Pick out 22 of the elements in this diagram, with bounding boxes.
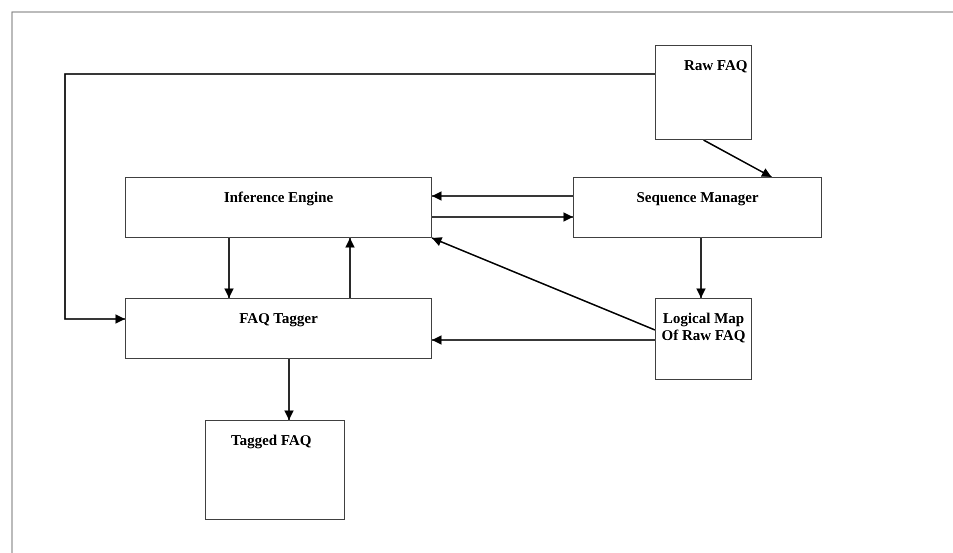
- arrow: [345, 238, 355, 298]
- arrow: [432, 335, 655, 345]
- process-box: [205, 420, 345, 520]
- process-box: [655, 45, 752, 140]
- arrow: [224, 238, 234, 298]
- arrow: [432, 212, 573, 222]
- process-box: [573, 177, 822, 238]
- arrow: [432, 191, 573, 201]
- box-label: Inference Engine: [222, 190, 334, 207]
- box-label: Logical Map Of Raw FAQ: [660, 311, 746, 345]
- box-label: Tagged FAQ: [231, 433, 312, 450]
- arrow: [696, 238, 706, 298]
- arrow: [64, 73, 655, 324]
- box-label: FAQ Tagger: [238, 311, 319, 328]
- arrow: [432, 237, 656, 331]
- arrow: [284, 359, 294, 420]
- box-label: Sequence Manager: [635, 190, 760, 207]
- process-box: [125, 298, 432, 359]
- box-label: Raw FAQ: [684, 58, 748, 75]
- process-box: [655, 298, 752, 380]
- process-box: [125, 177, 432, 238]
- arrow: [703, 139, 772, 178]
